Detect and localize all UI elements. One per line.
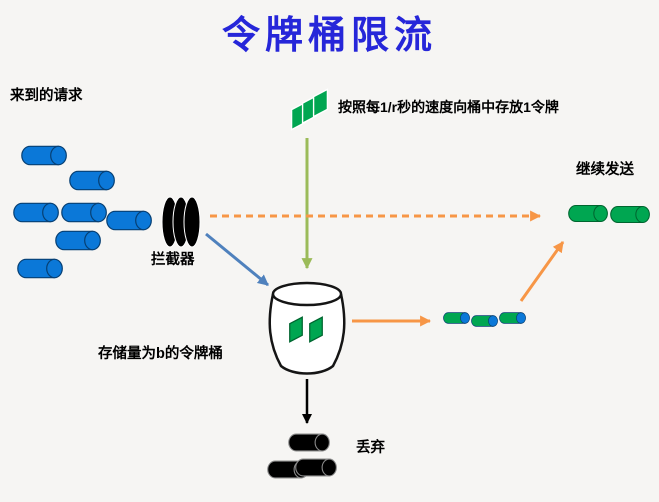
request-cylinder-icon xyxy=(21,145,67,166)
request-cylinder-icon xyxy=(13,202,59,223)
bucket-icon xyxy=(268,281,346,375)
bucket-label: 存储量为b的令牌桶 xyxy=(98,346,223,362)
request-cylinder-icon xyxy=(61,202,107,223)
discard-cylinder-icon xyxy=(295,458,337,477)
sent-cylinder-icon xyxy=(568,203,608,224)
request-cylinder-icon xyxy=(106,210,152,231)
interceptor-label: 拦截器 xyxy=(151,252,195,268)
page-title: 令牌桶限流 xyxy=(221,15,437,57)
incoming-requests-label: 来到的请求 xyxy=(10,88,83,104)
tokenized-request-icon xyxy=(499,308,526,328)
discard-cylinder-icon xyxy=(288,433,330,452)
send-up-arrow xyxy=(519,241,565,302)
bucket-body xyxy=(268,293,346,375)
request-cylinder-icon xyxy=(55,230,101,251)
token-rate-label: 按照每1/r秒的速度向桶中存放1令牌 xyxy=(338,99,559,115)
tokenized-request-icon xyxy=(471,311,498,331)
request-cylinder-icon xyxy=(17,258,63,279)
token-stack-icon xyxy=(290,88,329,131)
continue-send-label: 继续发送 xyxy=(576,162,634,178)
request-cylinder-icon xyxy=(69,170,115,191)
tokenized-request-icon xyxy=(443,308,470,328)
sent-cylinder-icon xyxy=(610,204,650,225)
discard-label: 丢弃 xyxy=(356,440,385,456)
intercept-to-bucket-arrow xyxy=(205,232,269,287)
bucket-rim xyxy=(271,281,343,307)
interceptor-icon xyxy=(161,196,201,248)
